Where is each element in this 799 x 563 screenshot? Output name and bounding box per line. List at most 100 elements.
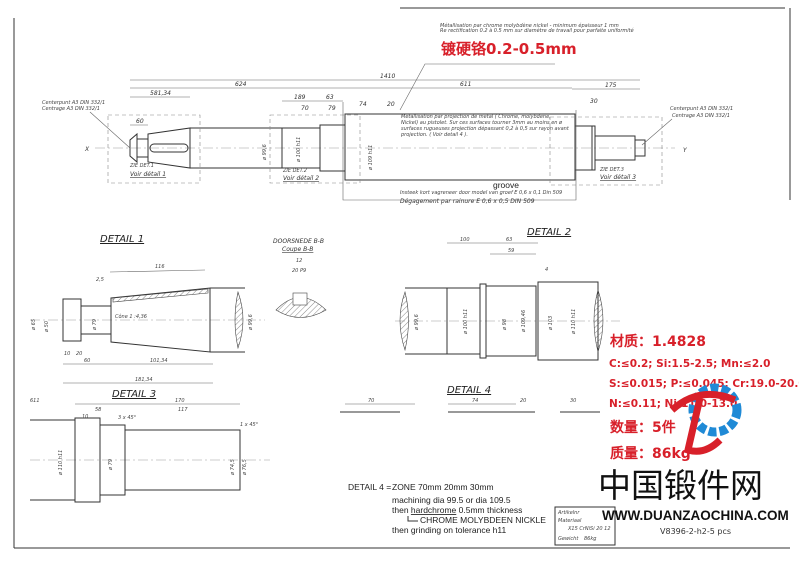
d3-dim-117: 117 — [178, 407, 188, 413]
d1-dim-181: 181,34 — [135, 377, 153, 383]
chrome-plating-label: 镀硬铬0.2-0.5mm — [441, 40, 577, 58]
d1-dim-20: 20 — [76, 351, 82, 357]
d4-dim-70: 70 — [368, 398, 374, 404]
section-bb-dim-20p9: 20 P9 — [292, 268, 306, 274]
section-bb-title: DOORSNEDE B-B — [273, 238, 324, 245]
dim-189: 189 — [294, 94, 306, 101]
composition-line3: N:≤0.11; Ni:11.0-13.0 — [609, 398, 737, 410]
composition-line2: S:≤0.015; P:≤0.045; Cr:19.0-20.0 — [609, 378, 799, 390]
dim-581: 581,34 — [150, 90, 171, 97]
d1-dim-50: ø 50 — [44, 321, 50, 333]
detail1-ref: Voir détail 1 — [130, 171, 166, 178]
d3-dim-3x45: 3 x 45° — [118, 415, 137, 421]
dia-99-6: ø 99,6 — [262, 144, 268, 161]
detail1-cone: Cône 1 :4,36 — [115, 313, 147, 320]
detail3-ref: Voir détail 3 — [600, 174, 636, 181]
detail-3: DETAIL 3 611 170 117 58 10 3 x 45° 1 x 4… — [30, 389, 270, 503]
detail1-ref-small: ZIE DET.1 — [129, 163, 154, 169]
centre-left-1: Centerpunt A3 DIN 332/1 — [42, 100, 105, 106]
d1-dim-79: ø 79 — [92, 319, 98, 331]
d1-dim-60: 60 — [84, 358, 90, 364]
dim-20: 20 — [387, 101, 395, 108]
duanzao-logo — [669, 383, 742, 455]
dim-overall: 1410 — [380, 73, 395, 80]
dim-624: 624 — [235, 81, 247, 88]
detail3-title: DETAIL 3 — [112, 389, 156, 400]
metal-note-4: projection. ( Voir detail 4 ). — [400, 132, 468, 138]
detail2-ref: Voir détail 2 — [283, 175, 319, 182]
groove-note-2: Dégagement par rainure E 0,6 x 0,5 DIN 5… — [400, 198, 535, 205]
d2-dim-110h11: ø 110 h11 — [571, 309, 577, 335]
axis-y-label: Y — [683, 147, 688, 154]
detail2-title: DETAIL 2 — [527, 227, 571, 238]
top-note-2: Re rectification 0.2 à 0.5 mm sur diamèt… — [440, 27, 634, 34]
metal-note-3: surfaces rugueuses projection dépassant … — [401, 125, 570, 132]
material-grade: 材质：1.4828 — [610, 333, 706, 350]
title-block: Artikelnr Materiaal X15 CrNiSi 20 12 Gew… — [554, 506, 616, 546]
d1-dim-10: 10 — [64, 351, 70, 357]
centre-left-2: Centrage A3 DIN 332/1 — [42, 106, 100, 112]
dim-70: 70 — [301, 105, 309, 112]
dim-63: 63 — [326, 94, 334, 101]
groove-note-1: Insteek kort vagreneer door model van gr… — [400, 190, 562, 196]
d3-dim-611: 611 — [30, 398, 40, 404]
tb-artikel: Artikelnr — [557, 510, 580, 516]
d2-dim-98: ø 98 — [502, 319, 508, 331]
axis-x-label: X — [84, 146, 90, 153]
quantity: 数量：5件 — [610, 419, 676, 436]
arrow-icon — [407, 516, 418, 522]
d3-dim-110h11: ø 110 h11 — [58, 450, 64, 476]
plating-leader — [399, 63, 555, 111]
detail4-note-line3: CHROME MOLYBDEEN NICKLE — [420, 515, 546, 525]
material-spec: 材质：1.4828 C:≤0.2; Si:1.5-2.5; Mn:≤2.0 S:… — [609, 333, 799, 462]
detail4-note-zones: ZONE 70mm 20mm 30mm — [392, 482, 494, 492]
top-note-1: Métallisation par chrome molybdène nicke… — [440, 22, 619, 29]
metal-note-1: Métallisation par projection de métal ( … — [401, 113, 551, 120]
weight: 质量：86kg — [610, 445, 691, 462]
detail1-title: DETAIL 1 — [100, 234, 144, 245]
d3-dim-58: 58 — [95, 407, 101, 413]
main-view: X Y 1410 624 611 175 581,34 60 189 63 70 — [42, 73, 733, 205]
d3-dim-74-5: ø 74,5 — [230, 459, 236, 476]
tb-materiaal: Materiaal — [558, 518, 582, 524]
dim-60: 60 — [136, 118, 144, 125]
dia-109-h11: ø 109 h11 — [368, 145, 374, 171]
d1-dim-2-5: 2,5 — [96, 277, 104, 283]
dim-30: 30 — [590, 98, 598, 105]
d1-dim-65: ø 65 — [31, 319, 37, 331]
dim-74: 74 — [359, 101, 367, 108]
section-bb-dim-12: 12 — [296, 258, 302, 264]
detail4-note-line4: then grinding on tolerance h11 — [392, 525, 506, 535]
section-bb: DOORSNEDE B-B Coupe B-B 20 P9 12 — [273, 238, 327, 318]
detail3-box — [549, 116, 663, 186]
d3-dim-170: 170 — [175, 398, 185, 404]
composition-line1: C:≤0.2; Si:1.5-2.5; Mn:≤2.0 — [609, 358, 770, 370]
d2-dim-4: 4 — [545, 267, 548, 273]
d1-dim-101: 101,34 — [150, 358, 168, 364]
metal-note-2: Nickel) au pistolet. Sur ces surfaces to… — [401, 120, 563, 126]
d1-dim-99-6: ø 99,6 — [248, 314, 254, 331]
dim-611: 611 — [460, 81, 471, 88]
tb-mat-value: X15 CrNiSi 20 12 — [567, 526, 611, 532]
detail4-title: DETAIL 4 — [447, 385, 491, 396]
d2-dim-100: 100 — [460, 237, 470, 243]
d2-dim-109-46: ø 109,46 — [521, 310, 527, 333]
dim-79: 79 — [328, 105, 336, 112]
detail2-box — [269, 114, 361, 184]
tb-gewicht-value: 86kg — [584, 536, 596, 542]
d3-dim-1x45: 1 x 45° — [240, 422, 259, 428]
detail-1: DETAIL 1 Cône 1 :4,36 116 2,5 ø 65 ø 50 … — [30, 234, 265, 384]
detail4-note-line1: machining dia 99.5 or dia 109.5 — [392, 495, 511, 505]
detail-4: DETAIL 4 70 74 20 30 — [340, 385, 600, 413]
centre-right-1: Centerpunt A3 DIN 332/1 — [670, 106, 733, 112]
d2-dim-59: 59 — [508, 248, 514, 254]
d2-dim-100h11: ø 100 h11 — [463, 309, 469, 335]
tb-gewicht: Gewicht — [558, 536, 579, 542]
d2-dim-63: 63 — [506, 237, 512, 243]
d4-dim-20: 20 — [520, 398, 526, 404]
detail-2: DETAIL 2 100 63 59 4 ø 99,6 ø 100 h11 ø … — [395, 227, 620, 361]
d3-dim-79: ø 79 — [108, 459, 114, 471]
section-bb-subtitle: Coupe B-B — [282, 246, 313, 253]
detail1-box — [107, 114, 201, 184]
